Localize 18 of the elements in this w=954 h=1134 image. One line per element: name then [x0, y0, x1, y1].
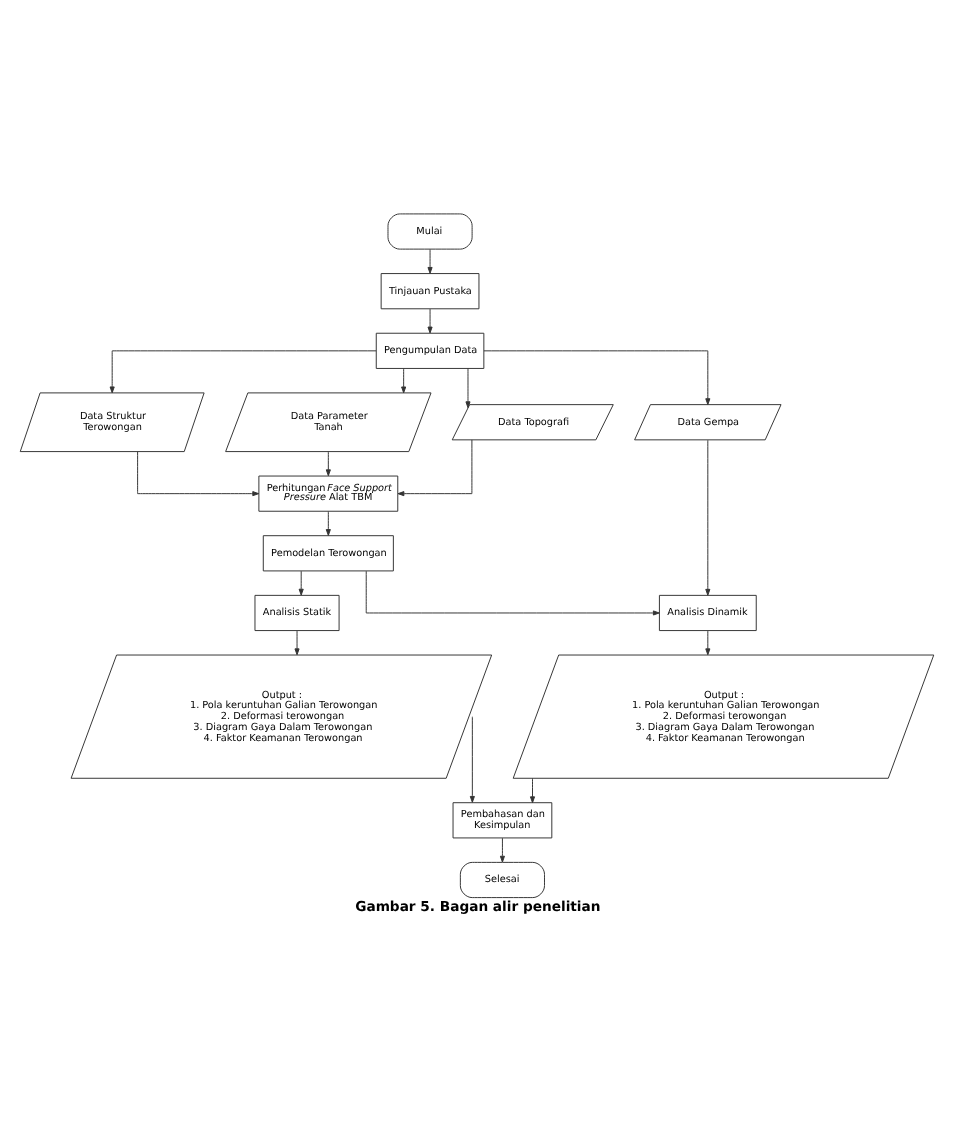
arrow	[499, 837, 505, 863]
arrow	[137, 451, 260, 497]
arrow	[465, 368, 471, 409]
arrow	[325, 511, 331, 536]
arrow	[401, 368, 407, 394]
arrow	[427, 248, 433, 274]
arrow	[529, 777, 536, 804]
arrow	[365, 570, 660, 616]
arrow	[294, 630, 300, 656]
arrow	[483, 350, 711, 406]
arrow	[397, 439, 473, 497]
arrow	[705, 439, 711, 596]
arrow	[109, 350, 377, 394]
arrow	[325, 451, 331, 477]
arrow	[427, 308, 433, 334]
arrow	[298, 570, 304, 596]
arrow	[469, 716, 475, 803]
arrow	[705, 630, 711, 656]
